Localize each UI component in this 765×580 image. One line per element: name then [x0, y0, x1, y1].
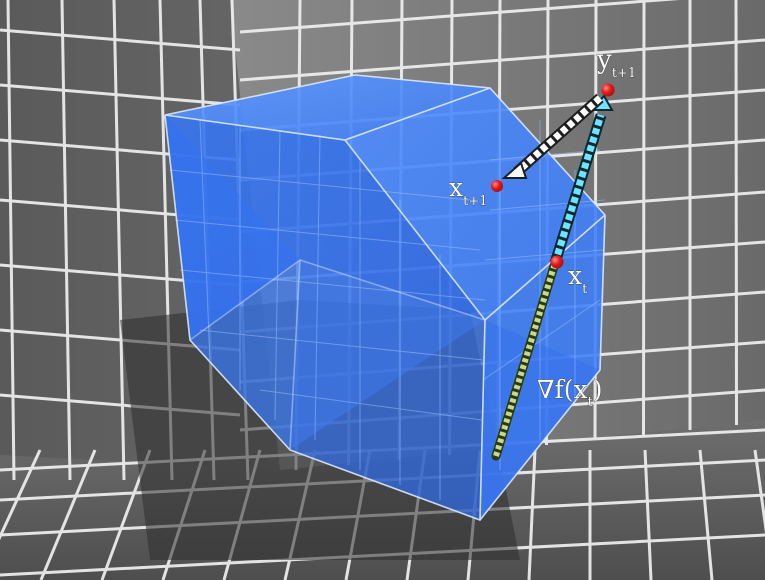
grid-line	[0, 28, 241, 52]
label-y-t-plus-1: yt+1	[596, 45, 636, 81]
grid-line	[642, 0, 646, 436]
grid-line	[6, 0, 16, 481]
grid-line	[39, 449, 97, 580]
polytope-top-face	[165, 75, 490, 140]
polytope-edges	[164, 74, 606, 521]
grid-line	[0, 449, 42, 541]
grid-line	[112, 0, 126, 481]
grid-line	[753, 449, 765, 534]
polytope-left-side	[165, 115, 300, 340]
red-dot-icon	[601, 83, 615, 97]
grid-line	[527, 449, 537, 580]
negative-gradient-arrow	[491, 258, 560, 461]
polytope-lower-face	[190, 260, 485, 450]
label-x-t-plus-1: xt+1	[449, 173, 488, 209]
label-gradient: ∇f(xt)	[537, 375, 603, 410]
label-x-t: xt	[568, 261, 588, 297]
grid-line	[0, 83, 241, 107]
projection-arrow	[501, 93, 604, 179]
arrow-head-icon	[501, 161, 528, 179]
grid-line	[698, 449, 714, 580]
grid-line	[239, 38, 765, 82]
grid-line	[643, 449, 653, 580]
grid-line	[734, 0, 738, 426]
red-dot-icon	[550, 255, 564, 269]
red-dot-icon	[491, 180, 503, 192]
polytope-inner-grid	[169, 100, 606, 500]
polytope	[164, 74, 606, 521]
grid-line	[239, 0, 680, 34]
